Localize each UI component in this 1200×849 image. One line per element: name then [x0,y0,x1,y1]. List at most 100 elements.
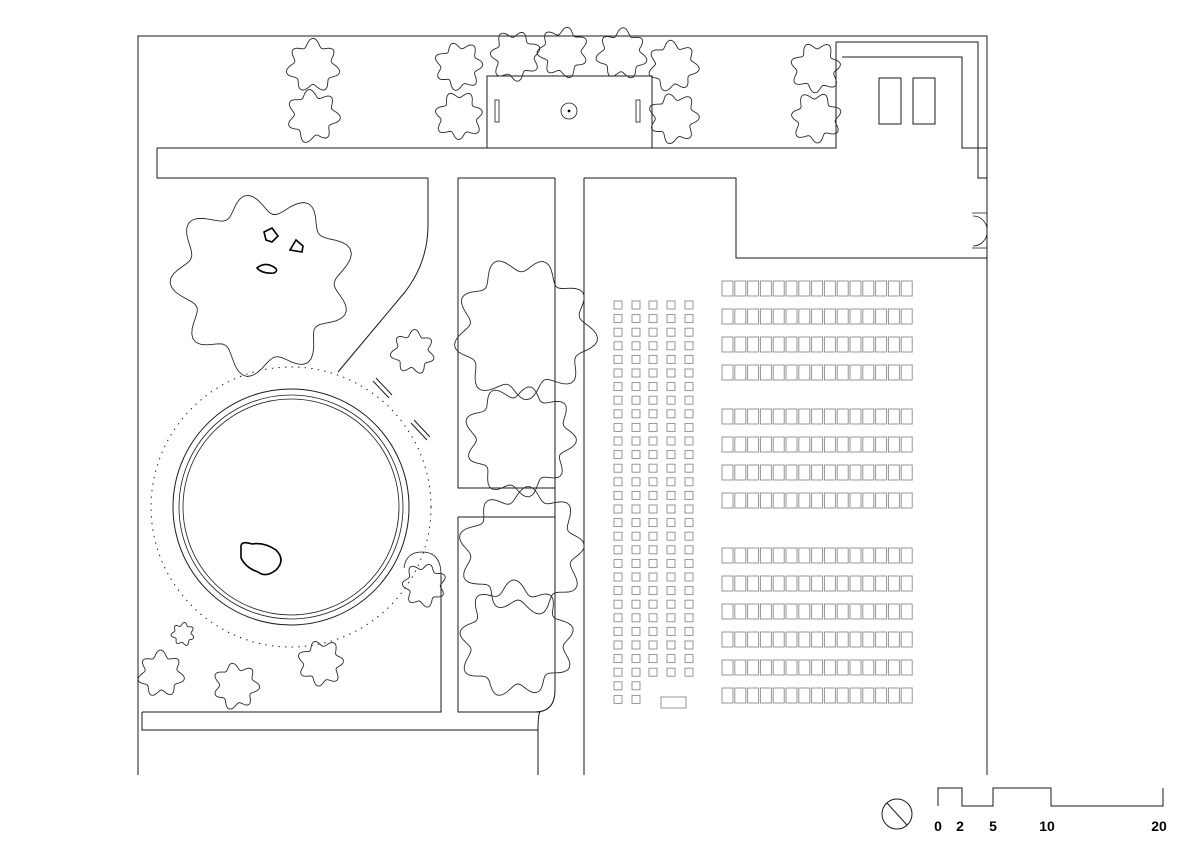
tree-icon [536,26,587,79]
seat-small [666,477,676,487]
seat-large [772,408,785,425]
seat-large [849,364,862,381]
seat-small [684,341,694,351]
seat-small [631,477,641,487]
seat-large [721,547,734,564]
seat-small [666,395,676,405]
seat-large [849,547,862,564]
scale-label-2: 2 [956,818,964,834]
seat-small [631,300,641,310]
seat-large [785,464,798,481]
seat-small [648,640,658,650]
seat-small [613,626,623,636]
seat-small [613,422,623,432]
tree-icon [169,194,352,377]
seat-large [747,464,760,481]
seat-small [684,422,694,432]
seat-large [811,603,824,620]
seat-small [631,654,641,664]
seat-large [721,631,734,648]
seat-small [684,354,694,364]
seat-large [785,547,798,564]
main-horizontal-path [156,42,987,259]
seat-large [836,464,849,481]
seat-large [875,492,888,509]
seat-large [836,364,849,381]
tree-icon [298,641,344,687]
seat-large [875,575,888,592]
seat-large [785,280,798,297]
seat-small [631,327,641,337]
seat-large [759,631,772,648]
seat-small [684,450,694,460]
seat-large [900,280,913,297]
seat-large [811,492,824,509]
seat-large [900,492,913,509]
seat-large [811,436,824,453]
seat-small [613,314,623,324]
tree-icon [170,621,195,646]
seat-large [798,547,811,564]
seat-small [631,545,641,555]
seat-large [875,687,888,704]
scale-label-0: 0 [934,818,942,834]
seat-small [613,341,623,351]
building-window-right [912,77,936,125]
seat-large [875,547,888,564]
seat-large [836,659,849,676]
seat-large [798,308,811,325]
seat-small [613,300,623,310]
seat-large [772,364,785,381]
seat-small [631,368,641,378]
seat-large [734,492,747,509]
seat-large [836,308,849,325]
seat-small [631,681,641,691]
seat-large [721,687,734,704]
seat-small [631,531,641,541]
seat-large [811,547,824,564]
seat-large [823,547,836,564]
seat-large [875,631,888,648]
seat-large [747,687,760,704]
seat-small [613,681,623,691]
seat-small [613,545,623,555]
seat-large [798,631,811,648]
seat-small [631,586,641,596]
seat-large [785,336,798,353]
seat-large [849,575,862,592]
seat-large [785,308,798,325]
seat-large [734,308,747,325]
seat-small [666,667,676,677]
seat-small [666,545,676,555]
seat-large [849,659,862,676]
seat-large [862,603,875,620]
seat-large [811,308,824,325]
seat-small [666,599,676,609]
seat-small [648,586,658,596]
seat-small [631,640,641,650]
seat-large [887,364,900,381]
tree-icon [790,43,841,94]
seat-small [684,395,694,405]
seat-small [613,640,623,650]
seat-large [785,364,798,381]
seat-small [631,341,641,351]
seat-small [613,694,623,704]
seat-large [887,408,900,425]
seat-large [875,436,888,453]
seat-large [721,336,734,353]
seat-small [666,558,676,568]
seat-small [648,545,658,555]
seat-large [849,280,862,297]
seat-large [721,464,734,481]
seat-small [684,640,694,650]
seat-small [613,558,623,568]
tree-icon [214,662,261,710]
seat-large [798,436,811,453]
seat-large [849,336,862,353]
seat-small [684,667,694,677]
seat-large [798,408,811,425]
seat-small [666,613,676,623]
seat-large [747,308,760,325]
